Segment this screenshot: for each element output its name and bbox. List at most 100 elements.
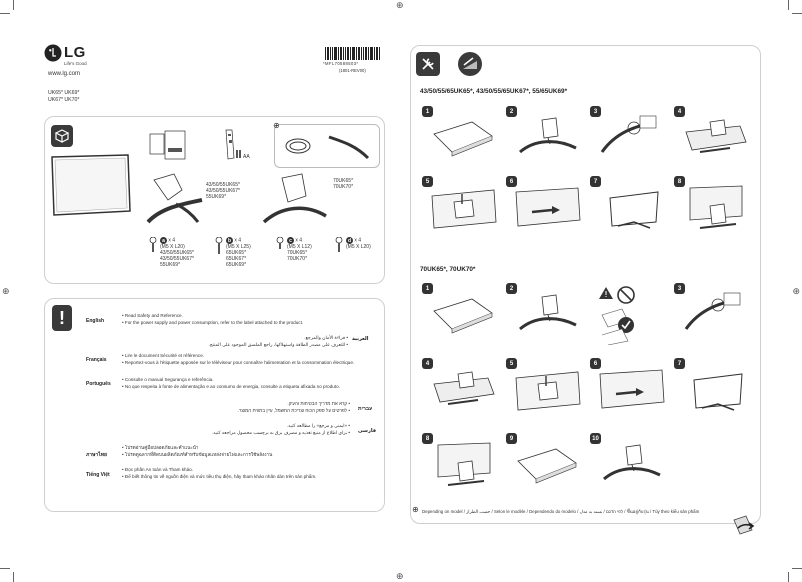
step-number: 1 [422, 283, 433, 294]
step-number: 8 [674, 176, 685, 187]
step-illustration [609, 191, 659, 229]
screw-model: 65UK65* [226, 250, 247, 256]
step-illustration [433, 121, 493, 157]
stand-model: 43/50/55UK67* [206, 188, 240, 194]
text-vietnamese: • Đọc phần An toàn và Tham khảo. • Để bi… [122, 466, 316, 480]
box-contents-icon [51, 125, 73, 147]
step-number: 6 [590, 358, 601, 369]
surface-icon [458, 52, 482, 76]
step-illustration [515, 371, 581, 411]
screw-spec: (M5 X L25) [226, 244, 251, 250]
lang-thai: ภาษาไทย [86, 452, 107, 458]
screw-spec: (M5 X L20) [160, 244, 185, 250]
screw-model: 65UK67* [226, 256, 247, 262]
stand-model: 43/50/55UK65* [206, 182, 240, 188]
crop-mark [792, 13, 802, 14]
tools-icon [416, 52, 440, 76]
lang-farsi: فارسی [358, 428, 377, 434]
screw-c: c x 4 (M5 X L12) 70UK65* 70UK70* [275, 237, 312, 262]
lang-arabic: العربية [352, 336, 369, 342]
crop-mark [13, 0, 14, 10]
step-number: 5 [422, 176, 433, 187]
step-illustration [517, 448, 577, 484]
safety-line: • Consulte o manual Segurança e referênc… [122, 377, 214, 382]
power-cord-illustration [284, 132, 374, 167]
assembly-step: 1 [422, 283, 493, 334]
step-number: 4 [674, 106, 685, 117]
step-illustration [600, 115, 657, 153]
assembly-step: 4 [674, 106, 747, 153]
screw-model: 70UK70* [287, 256, 308, 262]
lg-logo [44, 44, 62, 67]
assembly-step: 9 [506, 433, 577, 484]
safety-line: • Lire le document Sécurité et référence… [122, 353, 205, 358]
assembly-step: 5 [422, 176, 497, 229]
step-number: 4 [422, 358, 433, 369]
crop-mark [788, 572, 789, 582]
step-number: 2 [506, 283, 517, 294]
safety-line: • Đọc phần An toàn và Tham khảo. [122, 467, 193, 472]
optional-items-panel [274, 124, 380, 168]
lang-french: Français [86, 357, 107, 363]
step-illustration [693, 373, 743, 411]
depending-on-model-note: Depending on model / حسب الطراز / Selon … [422, 509, 700, 514]
safety-line: • Để biết thông tin về nguồn điện và mức… [122, 474, 317, 479]
step-number: 5 [506, 358, 517, 369]
caution-illustration [598, 285, 646, 350]
stand-model: 70UK70* [333, 184, 354, 190]
step-illustration [599, 369, 665, 409]
step-number: 1 [422, 106, 433, 117]
step-illustration [519, 117, 577, 154]
step-illustration [685, 119, 747, 153]
assembly-step: 5 [506, 358, 581, 411]
model-line: UK65* UK69* [48, 90, 80, 96]
assembly-step: 8 [674, 176, 743, 229]
screw-count: x 4 [234, 237, 242, 244]
step-illustration [515, 187, 581, 227]
assembly-step: 3 [590, 106, 657, 153]
assembly-step: 2 [506, 106, 577, 154]
screw-letter: a [160, 237, 167, 244]
step-number: 6 [506, 176, 517, 187]
model-line: UK67* UK70* [48, 97, 80, 103]
safety-line: • โปรดอ่านคู่มือปลอดภัยและคำแนะนำ [122, 445, 199, 450]
screw-letter: b [226, 237, 233, 244]
screw-count: x 4 [168, 237, 176, 244]
step-illustration [433, 371, 495, 405]
safety-line: • โปรดดูฉลากที่ติดบนผลิตภัณฑ์สำหรับข้อมู… [122, 452, 273, 457]
safety-panel [44, 298, 385, 512]
components-panel [44, 116, 385, 284]
safety-line: • «ایمنی و مرجع» را مطالعه کنید. [286, 423, 350, 428]
screw-letter: d [346, 237, 353, 244]
screw-count: x 4 [354, 237, 362, 244]
safety-line: • No que respeita à fonte de alimentação… [122, 384, 340, 389]
text-arabic: • قراءة الأمان والمرجع. • للتعرف على مصد… [209, 334, 348, 348]
battery-label: AA [243, 154, 250, 160]
lang-english: English [86, 318, 105, 324]
remote-illustration [222, 128, 244, 167]
text-portuguese: • Consulte o manual Segurança e referênc… [122, 376, 340, 390]
step-illustration [437, 442, 491, 486]
optional-plus-icon: ⊕ [412, 505, 419, 514]
brand-name: LG [64, 44, 86, 61]
screw-letter: c [287, 237, 294, 244]
safety-line: • Reportez-vous à l'étiquette apposée su… [122, 360, 355, 365]
registration-mark-icon: ⊕ [396, 571, 404, 581]
safety-line: • Read Safety and Reference. [122, 313, 183, 318]
document-code: (1801-REV00) [339, 68, 366, 73]
text-thai: • โปรดอ่านคู่มือปลอดภัยและคำแนะนำ • โปรด… [122, 444, 272, 458]
text-french: • Lire le document Sécurité et référence… [122, 352, 354, 366]
assembly-step: 6 [506, 176, 581, 227]
model-list: UK65* UK69* UK67* UK70* [48, 90, 79, 104]
step-illustration [431, 189, 497, 229]
registration-mark-icon: ⊕ [792, 286, 800, 296]
screw-model: 70UK65* [287, 250, 308, 256]
crop-mark [792, 568, 802, 569]
section-title-2: 70UK65*, 70UK70* [420, 266, 476, 273]
lang-hebrew: עברית [358, 406, 373, 412]
registration-mark-icon: ⊕ [2, 286, 10, 296]
step-number: 3 [590, 106, 601, 117]
step-number: 3 [674, 283, 685, 294]
step-illustration [519, 294, 577, 331]
text-english: • Read Safety and Reference. • For the p… [122, 312, 303, 326]
